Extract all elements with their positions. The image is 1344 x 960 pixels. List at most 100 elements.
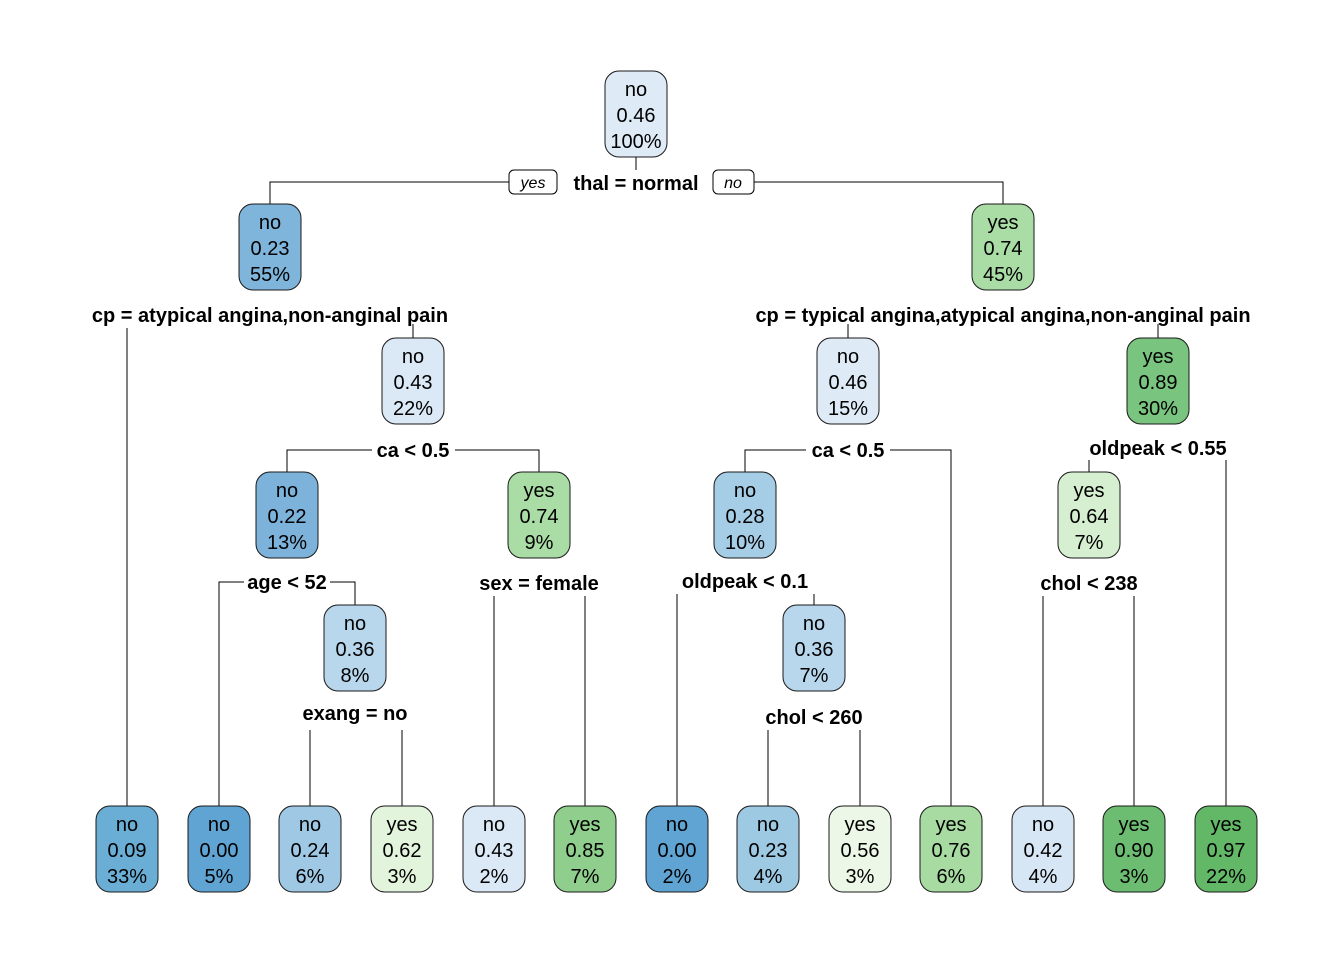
node-class-label: no bbox=[803, 613, 825, 635]
node-percent: 13% bbox=[267, 532, 307, 554]
node-box bbox=[736, 805, 800, 893]
node-class-label: yes bbox=[1073, 480, 1104, 502]
split-condition: age < 52 bbox=[247, 572, 327, 594]
node-box bbox=[604, 70, 668, 158]
no-branch-box bbox=[712, 169, 755, 195]
node-probability: 0.28 bbox=[726, 506, 765, 528]
node-probability: 0.90 bbox=[1115, 840, 1154, 862]
node-class-label: no bbox=[734, 480, 756, 502]
node-probability: 0.74 bbox=[984, 238, 1023, 260]
split-condition: chol < 238 bbox=[1040, 573, 1137, 595]
node-probability: 0.24 bbox=[291, 840, 330, 862]
node-box bbox=[255, 471, 319, 559]
tree-edge bbox=[330, 581, 356, 605]
tree-edge bbox=[744, 449, 806, 472]
node-box bbox=[782, 604, 846, 692]
node-probability: 0.85 bbox=[566, 840, 605, 862]
node-percent: 100% bbox=[610, 131, 661, 153]
node-percent: 30% bbox=[1138, 398, 1178, 420]
node-probability: 0.64 bbox=[1070, 506, 1109, 528]
node-class-label: no bbox=[757, 814, 779, 836]
node-box bbox=[1102, 805, 1166, 893]
tree-node: yes 0.90 3% bbox=[1102, 805, 1166, 893]
node-percent: 5% bbox=[205, 866, 234, 888]
node-probability: 0.22 bbox=[268, 506, 307, 528]
node-percent: 10% bbox=[725, 532, 765, 554]
node-percent: 33% bbox=[107, 866, 147, 888]
split-condition: oldpeak < 0.55 bbox=[1089, 438, 1226, 460]
node-box bbox=[370, 805, 434, 893]
node-percent: 2% bbox=[663, 866, 692, 888]
node-probability: 0.62 bbox=[383, 840, 422, 862]
node-class-label: no bbox=[666, 814, 688, 836]
node-probability: 0.97 bbox=[1207, 840, 1246, 862]
node-class-label: no bbox=[116, 814, 138, 836]
tree-node: no 0.23 4% bbox=[736, 805, 800, 893]
node-class-label: no bbox=[208, 814, 230, 836]
node-class-label: no bbox=[402, 346, 424, 368]
split-labels: thal = normal cp = atypical angina,non-an… bbox=[92, 173, 1251, 729]
node-class-label: no bbox=[259, 212, 281, 234]
node-probability: 0.09 bbox=[108, 840, 147, 862]
node-box bbox=[507, 471, 571, 559]
yes-branch-label: yes bbox=[520, 175, 546, 192]
tree-edge bbox=[890, 449, 952, 806]
node-probability: 0.23 bbox=[749, 840, 788, 862]
node-box bbox=[971, 203, 1035, 291]
root-branch-labels: yes no bbox=[508, 169, 755, 195]
split-condition: cp = atypical angina,non-anginal pain bbox=[92, 305, 448, 327]
node-box bbox=[645, 805, 709, 893]
node-class-label: no bbox=[837, 346, 859, 368]
node-class-label: yes bbox=[523, 480, 554, 502]
node-percent: 3% bbox=[1120, 866, 1149, 888]
no-branch-label: no bbox=[724, 175, 742, 192]
tree-edges bbox=[126, 157, 1227, 806]
tree-node: no0.246% bbox=[278, 805, 342, 893]
node-class-label: yes bbox=[569, 814, 600, 836]
node-probability: 0.89 bbox=[1139, 372, 1178, 394]
node-class-label: no bbox=[276, 480, 298, 502]
node-box bbox=[238, 203, 302, 291]
split-condition: ca < 0.5 bbox=[812, 440, 885, 462]
node-box bbox=[828, 805, 892, 893]
node-probability: 0.36 bbox=[795, 639, 834, 661]
node-percent: 4% bbox=[754, 866, 783, 888]
node-class-label: yes bbox=[935, 814, 966, 836]
node-probability: 0.36 bbox=[336, 639, 375, 661]
node-percent: 9% bbox=[525, 532, 554, 554]
node-class-label: yes bbox=[1118, 814, 1149, 836]
node-percent: 6% bbox=[296, 866, 325, 888]
node-percent: 55% bbox=[250, 264, 290, 286]
split-condition: chol < 260 bbox=[765, 707, 862, 729]
node-box bbox=[462, 805, 526, 893]
node-box bbox=[816, 337, 880, 425]
node-box bbox=[323, 604, 387, 692]
node-percent: 22% bbox=[393, 398, 433, 420]
tree-nodes: no0.46100%no0.2355%yes0.7445%no0.4322%no… bbox=[95, 70, 1258, 893]
node-probability: 0.43 bbox=[394, 372, 433, 394]
tree-node: no 0.28 10% bbox=[713, 471, 777, 559]
node-probability: 0.00 bbox=[200, 840, 239, 862]
node-percent: 15% bbox=[828, 398, 868, 420]
tree-edge bbox=[218, 581, 244, 806]
split-condition: thal = normal bbox=[573, 173, 698, 195]
tree-edge bbox=[286, 449, 372, 472]
node-box bbox=[95, 805, 159, 893]
tree-node: no 0.00 5% bbox=[187, 805, 251, 893]
tree-node: yes 0.62 3% bbox=[370, 805, 434, 893]
node-percent: 7% bbox=[1075, 532, 1104, 554]
tree-edge bbox=[269, 181, 509, 204]
node-class-label: yes bbox=[386, 814, 417, 836]
node-percent: 8% bbox=[341, 665, 370, 687]
tree-node: no 0.22 13% bbox=[255, 471, 319, 559]
node-box bbox=[919, 805, 983, 893]
tree-node: no 0.43 22% bbox=[381, 337, 445, 425]
node-box bbox=[553, 805, 617, 893]
node-percent: 3% bbox=[388, 866, 417, 888]
node-probability: 0.56 bbox=[841, 840, 880, 862]
